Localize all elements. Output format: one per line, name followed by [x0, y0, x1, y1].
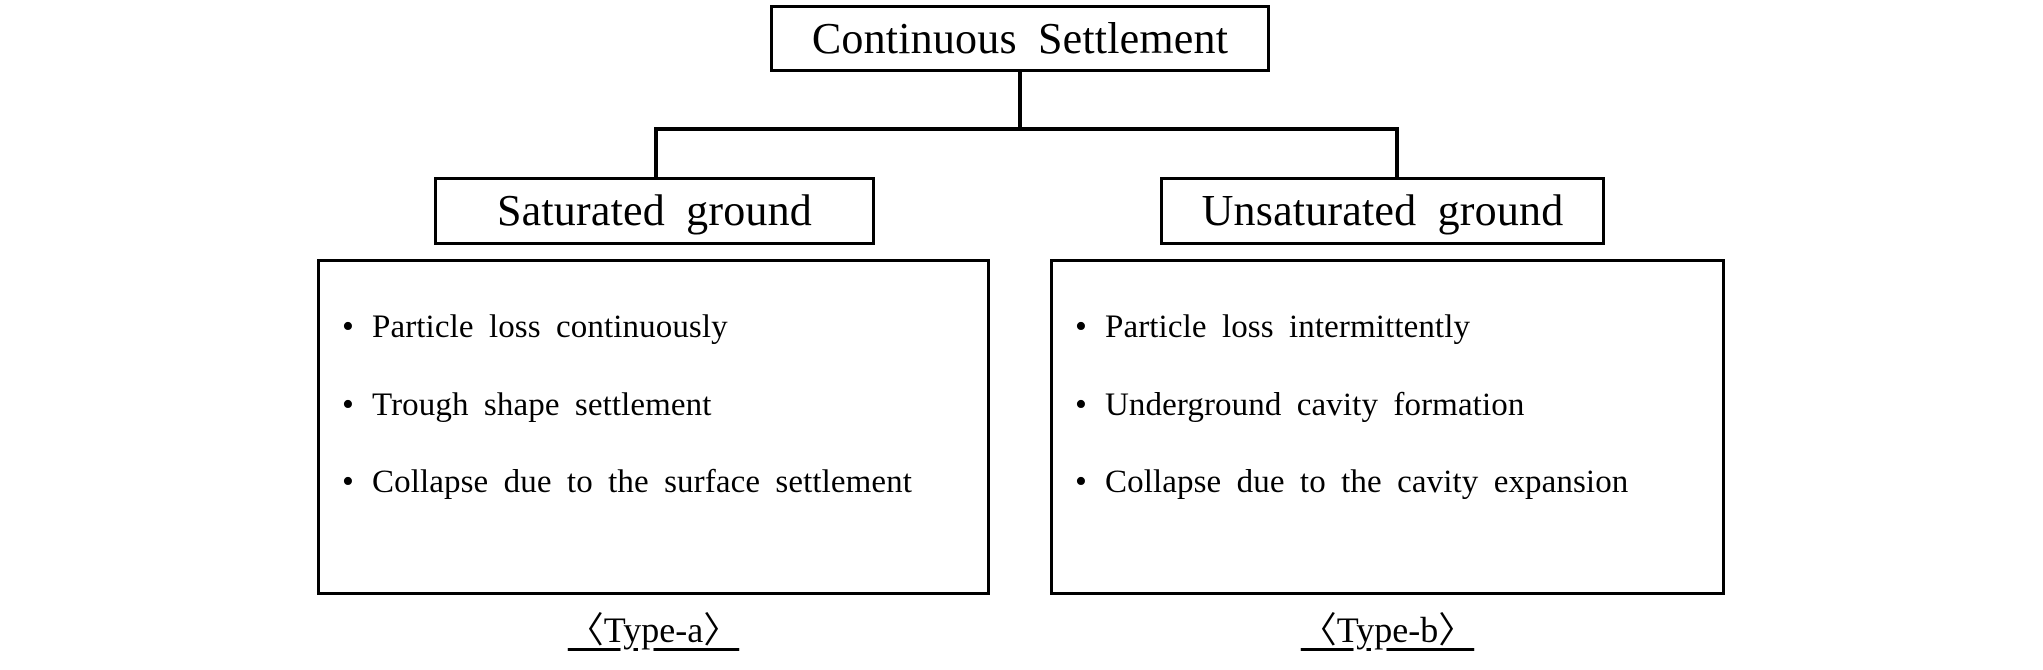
root-node-label: Continuous Settlement: [811, 13, 1229, 63]
connector-drop-left: [654, 127, 658, 179]
bullet-icon: •: [1075, 385, 1087, 423]
root-node-continuous-settlement: Continuous Settlement: [770, 5, 1270, 72]
list-item: • Particle loss intermittently: [1053, 310, 1722, 345]
bullet-icon: •: [342, 385, 354, 423]
bullet-icon: •: [1075, 308, 1087, 345]
list-item: • Collapse due to the cavity expansion: [1053, 465, 1722, 500]
caption-type-a: 〈Type-a〉: [567, 610, 740, 650]
connector-drop-right: [1395, 127, 1399, 179]
list-item-label: Particle loss continuously: [372, 309, 728, 345]
list-item: • Trough shape settlement: [320, 385, 987, 423]
branch-node-label-left: Saturated ground: [496, 186, 812, 235]
bullet-icon: •: [342, 463, 354, 501]
branch-node-label-right: Unsaturated ground: [1201, 186, 1564, 235]
list-item-label: Underground cavity formation: [1105, 386, 1525, 423]
list-item: • Underground cavity formation: [1053, 385, 1722, 423]
list-item: • Collapse due to the surface settlement: [320, 465, 987, 500]
connector-horizontal-bar: [654, 127, 1399, 131]
branch-node-saturated-ground: Saturated ground: [434, 177, 875, 245]
bullet-list-type-a: • Particle loss continuously • Trough sh…: [320, 310, 987, 500]
connector-root-stem: [1018, 70, 1022, 130]
list-item: • Particle loss continuously: [320, 310, 987, 345]
branch-node-unsaturated-ground: Unsaturated ground: [1160, 177, 1605, 245]
detail-box-type-a: • Particle loss continuously • Trough sh…: [317, 259, 990, 595]
list-item-label: Trough shape settlement: [372, 386, 712, 423]
bullet-icon: •: [1075, 463, 1087, 501]
list-item-label: Collapse due to the cavity expansion: [1105, 464, 1629, 501]
bullet-list-type-b: • Particle loss intermittently • Undergr…: [1053, 310, 1722, 500]
bullet-icon: •: [342, 308, 354, 345]
list-item-label: Particle loss intermittently: [1105, 309, 1471, 345]
caption-type-b: 〈Type-b〉: [1300, 610, 1475, 650]
detail-box-type-b: • Particle loss intermittently • Undergr…: [1050, 259, 1725, 595]
list-item-label: Collapse due to the surface settlement: [372, 464, 913, 501]
